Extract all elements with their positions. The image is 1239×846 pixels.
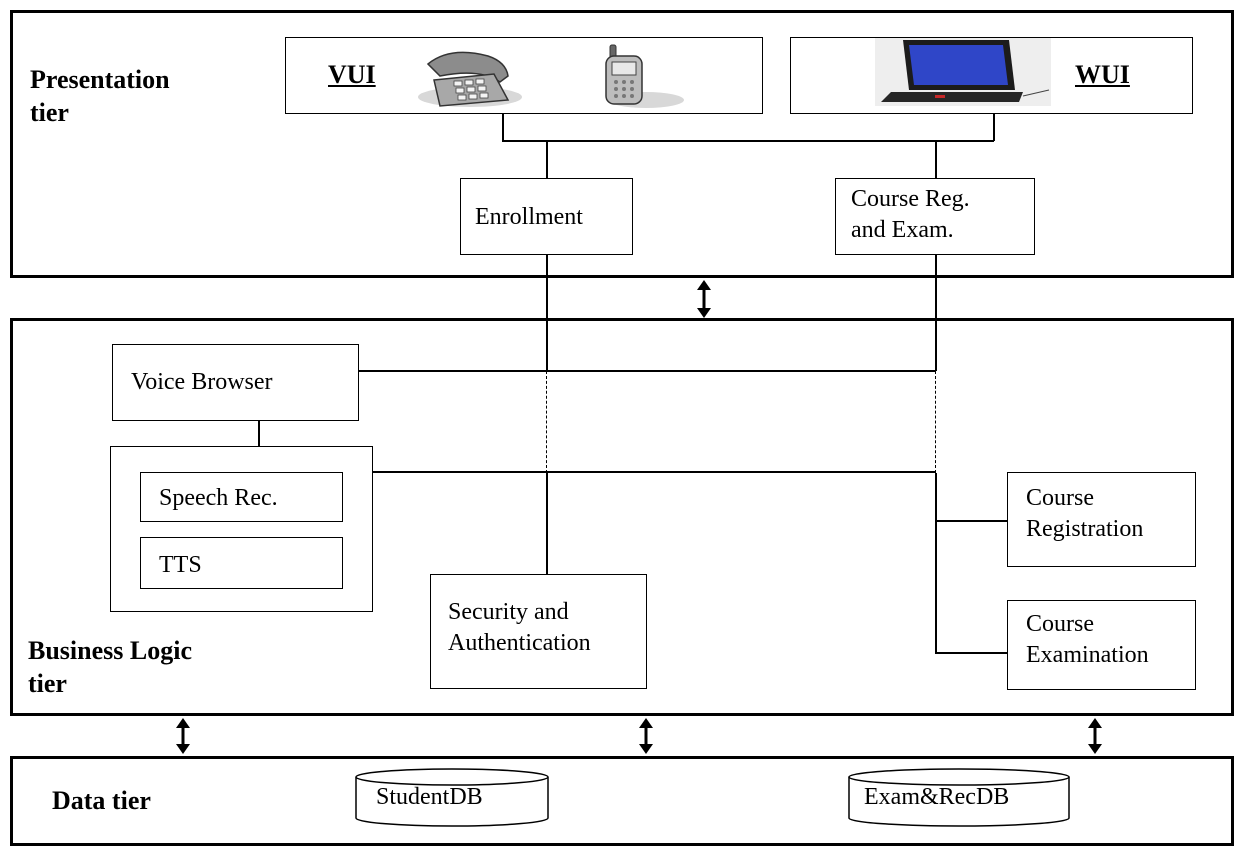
double-arrow-icon: [697, 280, 711, 318]
database-icon: [848, 768, 1070, 827]
connector: [502, 114, 504, 141]
presentation-tier-label: Presentation tier: [30, 65, 170, 127]
business-tier-label: Business Logic tier: [28, 636, 192, 698]
double-arrow-icon: [176, 718, 190, 754]
enrollment-label: Enrollment: [475, 204, 583, 230]
enrollment-box: Enrollment: [460, 178, 633, 255]
connector: [502, 140, 994, 142]
course-examination-label: Course Examination: [1026, 611, 1149, 669]
connector: [546, 255, 548, 371]
wui-label: WUI: [1075, 60, 1130, 89]
course-registration-box: Course Registration: [1007, 472, 1196, 567]
tts-box: TTS: [140, 537, 343, 589]
connector: [546, 473, 548, 575]
connector: [935, 520, 1008, 522]
double-arrow-icon: [639, 718, 653, 754]
course-reg-exam-box: Course Reg. and Exam.: [835, 178, 1035, 255]
double-arrow-icon: [1088, 718, 1102, 754]
exam-db-label: Exam&RecDB: [864, 784, 1010, 810]
connector: [359, 370, 936, 372]
speech-rec-label: Speech Rec.: [159, 485, 278, 511]
database-icon: [355, 768, 549, 827]
data-tier-label: Data tier: [52, 786, 151, 815]
connector: [993, 114, 995, 141]
connector: [373, 471, 936, 473]
student-db-label: StudentDB: [376, 784, 483, 810]
dashed-connector: [546, 371, 547, 473]
laptop-icon: [875, 38, 1051, 106]
connector: [258, 421, 260, 447]
course-examination-box: Course Examination: [1007, 600, 1196, 690]
connector: [935, 652, 1008, 654]
speech-rec-box: Speech Rec.: [140, 472, 343, 522]
mobile-phone-icon: [605, 44, 684, 108]
course-registration-label: Course Registration: [1026, 485, 1144, 543]
course-reg-exam-label: Course Reg. and Exam.: [851, 186, 970, 244]
voice-browser-label: Voice Browser: [131, 369, 273, 395]
dashed-connector: [935, 371, 936, 473]
voice-browser-box: Voice Browser: [112, 344, 359, 421]
connector: [935, 140, 937, 178]
connector: [546, 140, 548, 178]
tts-label: TTS: [159, 552, 202, 578]
security-box: Security and Authentication: [430, 574, 647, 689]
connector: [935, 255, 937, 371]
connector: [935, 473, 937, 653]
vui-label: VUI: [328, 60, 376, 89]
telephone-icon: [418, 51, 522, 107]
security-label: Security and Authentication: [448, 599, 591, 657]
